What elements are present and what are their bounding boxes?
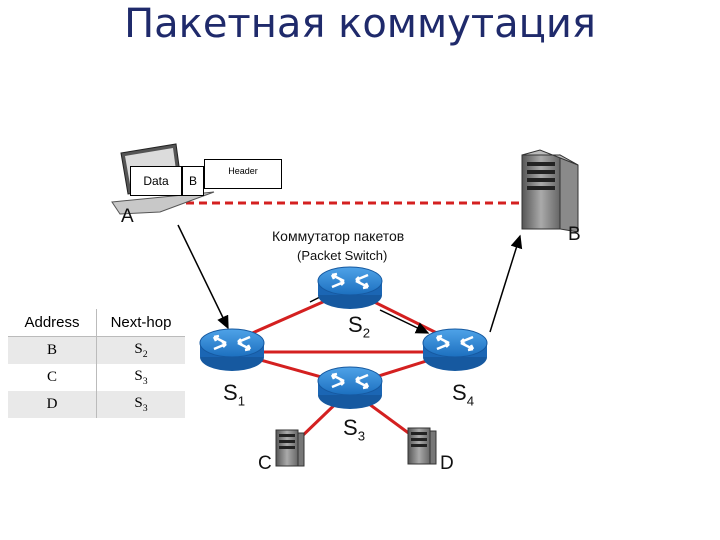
next-hop-cell: S3: [96, 391, 185, 418]
host-label-d: D: [440, 453, 454, 474]
switch-caption-line1: Коммутатор пакетов: [272, 228, 405, 244]
host-label-b: B: [568, 224, 581, 245]
packet-data-label: Data: [143, 174, 169, 188]
table-row: B S2: [8, 336, 185, 364]
table-row: D S3: [8, 391, 185, 418]
table-row: C S3: [8, 364, 185, 391]
packet-data: Data: [130, 166, 182, 196]
routing-table: Address Next-hop B S2 C S3 D S3: [8, 309, 185, 418]
packet-dest-label: B: [188, 174, 197, 188]
router-icon: [198, 327, 266, 373]
arrow-icon: [489, 234, 523, 333]
switch-label-s3: S3: [343, 415, 366, 444]
arrow-icon: [177, 224, 229, 330]
address-cell: D: [8, 391, 97, 418]
server-icon: [407, 427, 437, 465]
next-hop-cell: S2: [96, 336, 185, 364]
column-header-address: Address: [8, 309, 97, 337]
router-icon: [316, 265, 384, 311]
switch-label-s4: S4: [452, 380, 475, 409]
address-cell: B: [8, 336, 97, 364]
router-icon: [421, 327, 489, 373]
host-label-c: C: [258, 453, 272, 474]
column-header-next-hop: Next-hop: [96, 309, 185, 337]
host-label-a: A: [121, 206, 134, 227]
packet-header-label: Header: [228, 166, 258, 176]
router-icon: [316, 365, 384, 411]
page-title: Пакетная коммутация: [124, 1, 596, 47]
next-hop-cell: S3: [96, 364, 185, 391]
server-icon: [521, 149, 579, 233]
arrow-icon: [379, 309, 430, 334]
packet-header: Header: [204, 159, 282, 189]
packet-dest: B: [182, 166, 204, 196]
address-cell: C: [8, 364, 97, 391]
switch-label-s1: S1: [223, 380, 246, 409]
switch-caption-line2: (Packet Switch): [297, 248, 388, 263]
server-icon: [275, 429, 305, 467]
switch-label-s2: S2: [348, 312, 371, 341]
